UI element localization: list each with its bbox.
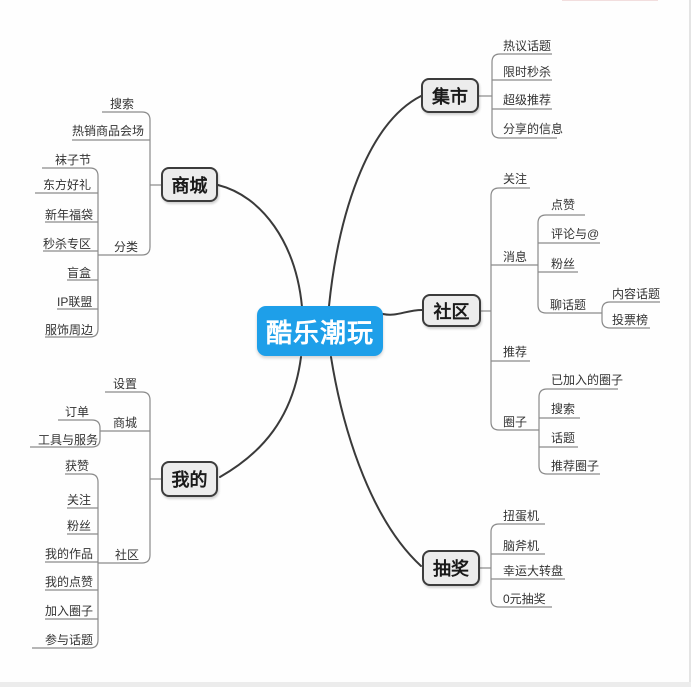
topic-ip-alliance[interactable]: IP联盟 [57,295,93,309]
top-edge-hairline [562,0,658,1]
topic-newyear-bag[interactable]: 新年福袋 [45,208,94,222]
topic-blind-box[interactable]: 盲盒 [67,266,92,280]
topic-joined-circles[interactable]: 已加入的圈子 [551,373,624,387]
topic-received-likes[interactable]: 获赞 [65,459,90,473]
topic-lucky-wheel[interactable]: 幸运大转盘 [503,564,564,578]
topic-naofu-machine[interactable]: 脑斧机 [503,539,540,553]
topic-flash-sale[interactable]: 秒杀专区 [43,237,92,251]
topic-joined-circle[interactable]: 加入圈子 [45,604,94,618]
topic-mine-community[interactable]: 社区 [115,548,140,562]
topic-super-recommend[interactable]: 超级推荐 [503,93,552,107]
edge-center-mine [219,356,302,478]
edge-center-mall [217,184,303,308]
topic-content-topic[interactable]: 内容话题 [612,287,661,301]
branch-market[interactable]: 集市 [421,78,479,113]
central-topic[interactable]: 酷乐潮玩 [257,306,383,356]
topic-mall-search[interactable]: 搜索 [110,97,135,111]
topic-mine-fans[interactable]: 粉丝 [67,519,92,533]
topic-mall-hot-sale[interactable]: 热销商品会场 [72,124,145,138]
topic-comments-at[interactable]: 评论与@ [551,227,600,241]
topic-recommended-circles[interactable]: 推荐圈子 [551,459,600,473]
bottom-edge-strip [0,682,691,687]
topic-sock-festival[interactable]: 袜子节 [55,153,92,167]
topic-gashapon[interactable]: 扭蛋机 [503,509,540,523]
topic-apparel[interactable]: 服饰周边 [45,323,94,337]
topic-circle-search[interactable]: 搜索 [551,402,576,416]
topic-tools-services[interactable]: 工具与服务 [38,433,99,447]
topic-likes[interactable]: 点赞 [551,198,576,212]
topic-mine-follow[interactable]: 关注 [67,493,92,507]
branch-mall[interactable]: 商城 [161,167,218,202]
topic-my-likes[interactable]: 我的点赞 [45,575,94,589]
branch-lottery[interactable]: 抽奖 [422,550,480,586]
topic-messages[interactable]: 消息 [503,250,528,264]
topic-participated-topics[interactable]: 参与话题 [45,633,94,647]
topic-circles[interactable]: 圈子 [503,415,528,429]
topic-circle-topics[interactable]: 话题 [551,431,576,445]
topic-fans[interactable]: 粉丝 [551,257,576,271]
topic-hot-topics[interactable]: 热议话题 [503,39,552,53]
topic-my-works[interactable]: 我的作品 [45,547,94,561]
topic-chat-topics[interactable]: 聊话题 [550,298,587,312]
right-edge-strip [689,0,691,687]
topic-shared-info[interactable]: 分享的信息 [503,122,564,136]
topic-mall-category[interactable]: 分类 [114,240,139,254]
topic-east-gift[interactable]: 东方好礼 [43,178,92,192]
edge-center-market [328,95,422,307]
edge-center-community [382,309,423,316]
branch-community[interactable]: 社区 [422,294,481,327]
topic-mine-mall[interactable]: 商城 [113,416,138,430]
topic-timed-seckill[interactable]: 限时秒杀 [503,65,552,79]
branch-mine[interactable]: 我的 [161,461,218,497]
topic-orders[interactable]: 订单 [65,405,90,419]
topic-settings[interactable]: 设置 [113,377,138,391]
edge-center-lottery [330,356,422,567]
topic-zero-yuan-draw[interactable]: 0元抽奖 [503,592,546,606]
topic-recommend[interactable]: 推荐 [503,345,528,359]
topic-vote-board[interactable]: 投票榜 [612,313,649,327]
topic-follow[interactable]: 关注 [503,172,528,186]
